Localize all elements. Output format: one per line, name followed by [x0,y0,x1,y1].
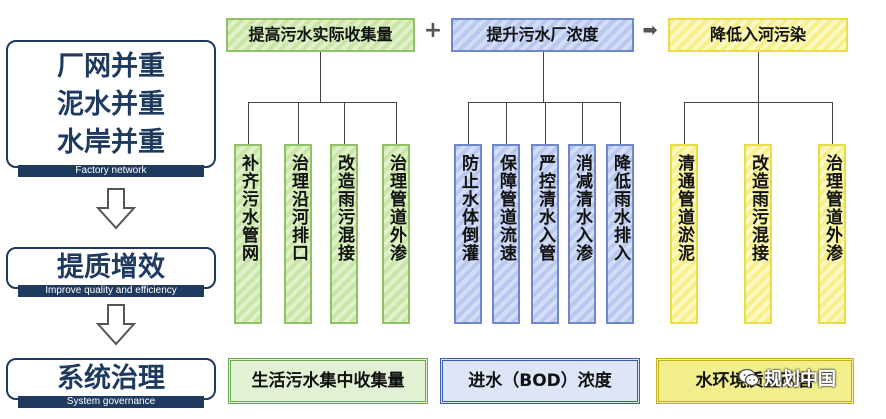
plus-icon: + [423,18,443,43]
governance-box: 系统治理 [6,358,216,400]
watermark: 规划中国 [738,364,858,392]
column-blue-3: 严控清水入管 [531,144,559,324]
principles-caption: Factory network [18,165,204,177]
header-pollution: 降低入河污染 [668,18,848,52]
column-yellow-2: 改造雨污混接 [744,144,772,324]
governance-caption: System governance [18,396,204,408]
column-green-3: 改造雨污混接 [330,144,358,324]
header-concentration: 提升污水厂浓度 [451,18,634,52]
column-blue-5: 降低雨水排入 [606,144,634,324]
governance-title: 系统治理 [57,363,165,394]
principle-1: 厂网并重 [57,51,165,82]
principle-3: 水岸并重 [57,127,165,158]
column-green-2: 治理沿河排口 [284,144,312,324]
arrow-right-icon: ➡ [642,20,658,41]
column-yellow-1: 清通管道淤泥 [670,144,698,324]
footer-bod: 进水（BOD）浓度 [440,358,640,404]
footer-collection: 生活污水集中收集量 [228,358,428,404]
column-green-1: 补齐污水管网 [234,144,262,324]
down-arrow-icon [96,304,136,346]
down-arrow-icon [96,188,136,230]
quality-box: 提质增效 [6,247,216,289]
quality-caption: Improve quality and efficiency [18,285,204,297]
column-green-4: 治理管道外渗 [382,144,410,324]
principle-2: 泥水并重 [57,89,165,120]
principles-box: 厂网并重 泥水并重 水岸并重 [6,40,216,168]
column-blue-2: 保障管道流速 [492,144,520,324]
wechat-icon [738,368,760,387]
column-blue-1: 防止水体倒灌 [454,144,482,324]
column-yellow-3: 治理管道外渗 [818,144,846,324]
header-collection: 提高污水实际收集量 [226,18,415,52]
watermark-text: 规划中国 [764,369,836,390]
quality-title: 提质增效 [57,252,165,283]
column-blue-4: 消减清水入渗 [568,144,596,324]
